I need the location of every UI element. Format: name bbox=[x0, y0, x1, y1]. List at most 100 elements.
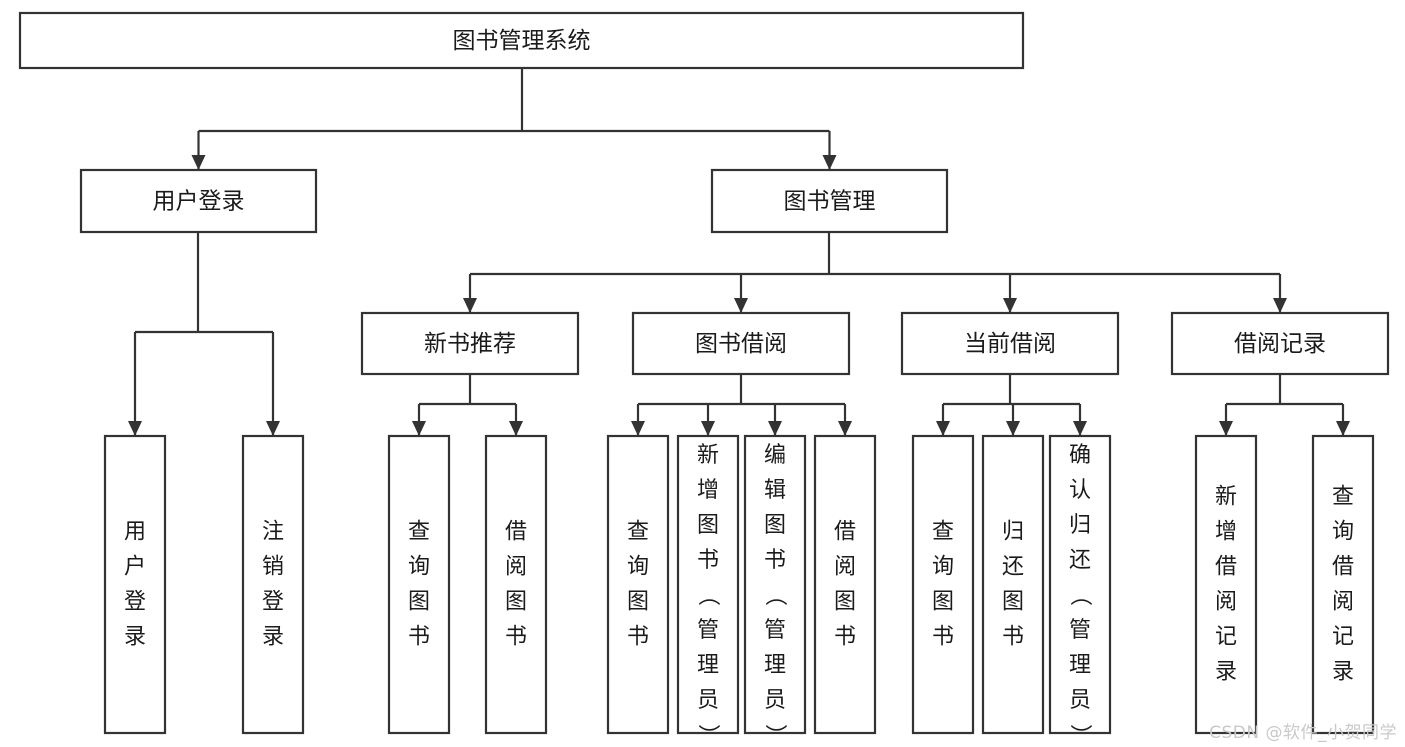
node-current-borrow[interactable]: 当前借阅 bbox=[900, 311, 1120, 376]
connector-record-to-leaves bbox=[1219, 374, 1350, 436]
node-box-root[interactable] bbox=[18, 11, 1025, 70]
node-box-new-book-recommend[interactable] bbox=[360, 311, 580, 376]
svg-text:借: 借 bbox=[505, 520, 527, 545]
node-box-user-login[interactable] bbox=[79, 168, 318, 234]
node-box-leaf-query-book-recommend[interactable] bbox=[387, 434, 451, 735]
node-box-book-management[interactable] bbox=[710, 168, 949, 234]
svg-text:书: 书 bbox=[697, 548, 719, 573]
svg-text:图: 图 bbox=[834, 590, 856, 615]
node-box-leaf-query-book-borrow[interactable] bbox=[606, 434, 670, 735]
svg-text:）: ） bbox=[695, 724, 720, 746]
svg-text:查: 查 bbox=[627, 520, 649, 545]
node-book-management[interactable]: 图书管理 bbox=[710, 168, 949, 234]
node-user-login[interactable]: 用户登录 bbox=[79, 168, 318, 234]
svg-text:员: 员 bbox=[1069, 688, 1091, 713]
connector-recommend-to-leaves bbox=[412, 374, 523, 436]
node-box-book-borrow[interactable] bbox=[631, 311, 851, 376]
svg-text:书: 书 bbox=[1002, 625, 1024, 650]
svg-text:查: 查 bbox=[1332, 485, 1354, 510]
svg-text:询: 询 bbox=[932, 555, 954, 580]
svg-text:图: 图 bbox=[697, 513, 719, 538]
node-box-leaf-query-borrow-record[interactable] bbox=[1311, 434, 1375, 735]
svg-text:登: 登 bbox=[262, 590, 284, 615]
svg-text:询: 询 bbox=[1332, 520, 1354, 545]
svg-text:书: 书 bbox=[834, 625, 856, 650]
node-label-user-login: 用户登录 bbox=[153, 189, 245, 215]
svg-text:阅: 阅 bbox=[834, 555, 856, 580]
svg-text:记: 记 bbox=[1215, 625, 1237, 650]
node-box-leaf-confirm-return-admin[interactable] bbox=[1048, 434, 1112, 735]
node-borrow-record[interactable]: 借阅记录 bbox=[1170, 311, 1390, 376]
connector-bookmgmt-to-level3 bbox=[463, 232, 1287, 313]
svg-text:录: 录 bbox=[124, 625, 146, 650]
svg-text:图: 图 bbox=[408, 590, 430, 615]
node-box-current-borrow[interactable] bbox=[900, 311, 1120, 376]
node-box-leaf-borrow-book[interactable] bbox=[813, 434, 877, 735]
svg-text:借: 借 bbox=[1215, 555, 1237, 580]
svg-text:记: 记 bbox=[1332, 625, 1354, 650]
node-box-leaf-logout[interactable] bbox=[241, 434, 305, 735]
svg-text:查: 查 bbox=[408, 520, 430, 545]
node-leaf-user-login[interactable]: 用户登录 bbox=[103, 434, 167, 735]
svg-text:询: 询 bbox=[408, 555, 430, 580]
node-box-leaf-query-book-current[interactable] bbox=[911, 434, 975, 735]
node-box-leaf-add-book-admin[interactable] bbox=[676, 434, 740, 735]
svg-text:销: 销 bbox=[262, 555, 284, 580]
node-box-leaf-user-login[interactable] bbox=[103, 434, 167, 735]
node-box-leaf-return-book[interactable] bbox=[981, 434, 1045, 735]
svg-text:书: 书 bbox=[627, 625, 649, 650]
svg-text:用: 用 bbox=[124, 520, 146, 545]
connector-borrow-to-leaves bbox=[631, 374, 852, 436]
svg-text:图: 图 bbox=[627, 590, 649, 615]
node-box-borrow-record[interactable] bbox=[1170, 311, 1390, 376]
svg-text:图: 图 bbox=[764, 513, 786, 538]
svg-text:录: 录 bbox=[1332, 660, 1354, 685]
svg-text:员: 员 bbox=[697, 688, 719, 713]
node-new-book-recommend[interactable]: 新书推荐 bbox=[360, 311, 580, 376]
connectors-layer bbox=[128, 68, 1350, 436]
svg-text:理: 理 bbox=[697, 653, 719, 678]
node-box-leaf-edit-book-admin[interactable] bbox=[743, 434, 807, 735]
svg-text:阅: 阅 bbox=[505, 555, 527, 580]
boxes-layer: 图书管理系统用户登录图书管理新书推荐图书借阅当前借阅借阅记录用户登录注销登录查询… bbox=[18, 11, 1390, 746]
svg-text:辑: 辑 bbox=[764, 478, 786, 503]
connector-current-to-leaves bbox=[936, 374, 1087, 436]
svg-text:（: （ bbox=[695, 584, 720, 606]
node-book-borrow[interactable]: 图书借阅 bbox=[631, 311, 851, 376]
svg-text:询: 询 bbox=[627, 555, 649, 580]
svg-text:借: 借 bbox=[1332, 555, 1354, 580]
node-label-book-management: 图书管理 bbox=[784, 189, 876, 215]
svg-text:登: 登 bbox=[124, 590, 146, 615]
node-box-leaf-borrow-book-recommend[interactable] bbox=[484, 434, 548, 735]
svg-text:增: 增 bbox=[697, 478, 719, 503]
connector-root-to-level2 bbox=[191, 68, 837, 170]
svg-text:录: 录 bbox=[262, 625, 284, 650]
node-root[interactable]: 图书管理系统 bbox=[18, 11, 1025, 70]
svg-text:查: 查 bbox=[932, 520, 954, 545]
node-box-leaf-add-borrow-record[interactable] bbox=[1194, 434, 1258, 735]
svg-text:理: 理 bbox=[764, 653, 786, 678]
svg-text:书: 书 bbox=[408, 625, 430, 650]
svg-text:编: 编 bbox=[764, 443, 786, 468]
